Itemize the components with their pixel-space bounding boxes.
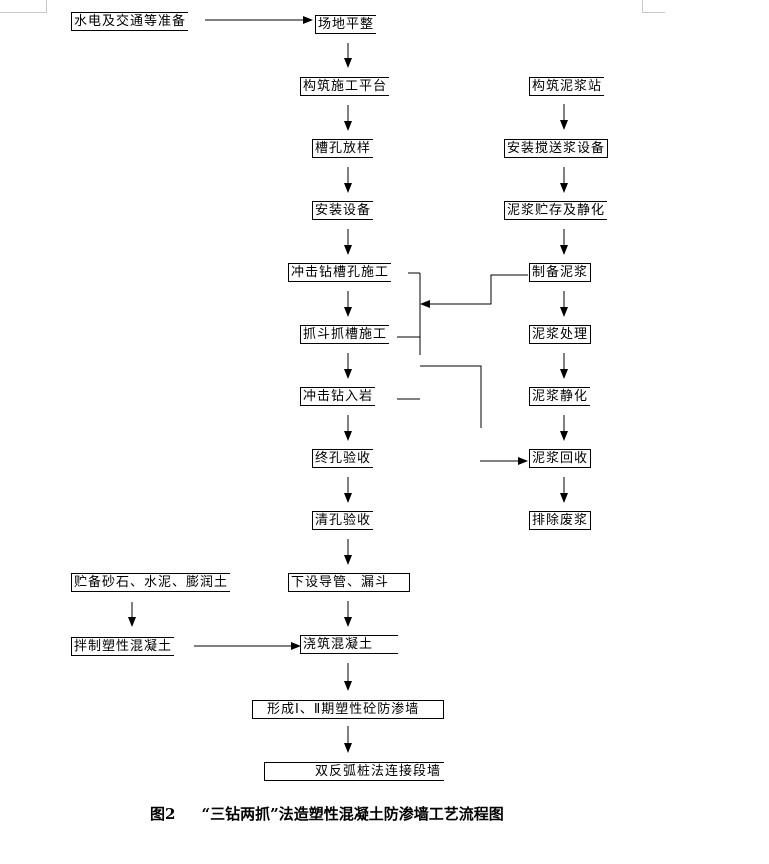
step-final-hole-check: 终孔验收 xyxy=(312,449,374,468)
step-grab-excavation: 抓斗抓槽施工 xyxy=(300,325,390,344)
step-install-equipment: 安装设备 xyxy=(312,201,374,220)
step-hole-cleaning-check: 清孔验收 xyxy=(312,511,374,530)
side-material-prep: 贮备砂石、水泥、膨润土 xyxy=(71,573,231,592)
slurry-treatment: 泥浆处理 xyxy=(529,325,592,344)
slurry-settling: 泥浆静化 xyxy=(529,387,591,406)
slurry-prepare: 制备泥浆 xyxy=(529,263,592,282)
figure-caption: 图2 “三钻两抓”法造塑性混凝土防渗墙工艺流程图 xyxy=(0,803,769,824)
prep-box: 水电及交通等准备 xyxy=(71,12,189,31)
slurry-recovery: 泥浆回收 xyxy=(529,449,592,468)
slurry-waste-disposal: 排除废浆 xyxy=(529,511,592,530)
page-corner-mark-right xyxy=(642,0,665,13)
figure-title: “三钻两抓”法造塑性混凝土防渗墙工艺流程图 xyxy=(201,805,504,823)
step-percussion-drilling: 冲击钻槽孔施工 xyxy=(288,263,392,282)
figure-number: 图2 xyxy=(150,805,176,823)
slurry-install-mixer: 安装搅送浆设备 xyxy=(504,139,609,158)
step-rock-drilling: 冲击钻入岩 xyxy=(300,387,376,406)
page-corner-mark-left xyxy=(0,0,47,13)
step-form-cutoff-wall: 形成Ⅰ、Ⅱ期塑性砼防渗墙 xyxy=(252,700,444,719)
step-pour-concrete: 浇筑混凝土 xyxy=(300,635,398,654)
step-connecting-wall: 双反弧桩法连接段墙 xyxy=(264,762,444,781)
slurry-storage-settling: 泥浆贮存及静化 xyxy=(504,201,608,220)
step-site-leveling: 场地平整 xyxy=(315,15,377,34)
step-build-platform: 构筑施工平台 xyxy=(300,77,390,96)
step-slot-layout: 槽孔放样 xyxy=(312,139,374,158)
slurry-build-station: 构筑泥浆站 xyxy=(529,77,605,96)
step-install-tremie: 下设导管、漏斗 xyxy=(288,573,410,592)
side-mix-concrete: 拌制塑性混凝土 xyxy=(71,637,175,656)
